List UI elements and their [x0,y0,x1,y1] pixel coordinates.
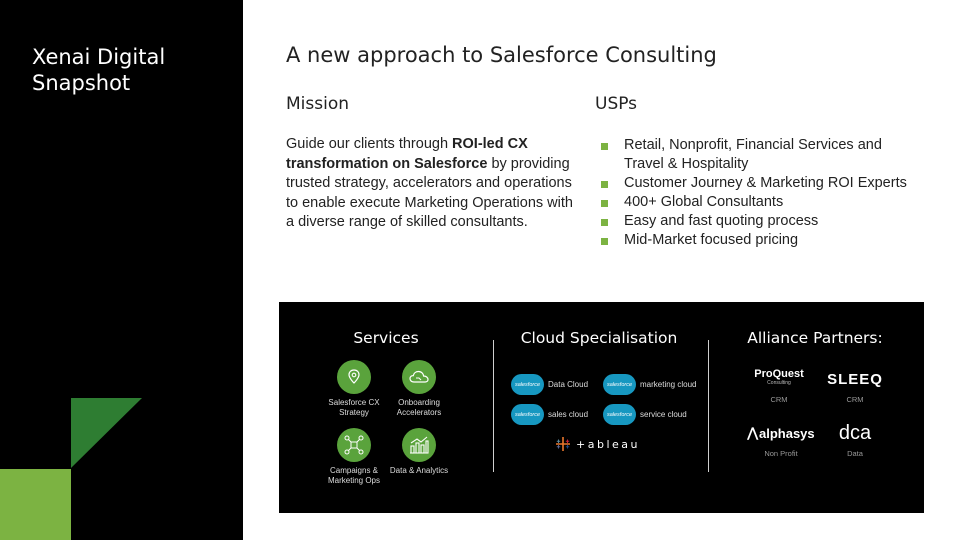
partner-name: ProQuest [754,368,804,380]
service-item: Onboarding Accelerators [384,360,454,417]
cloud-icon [402,360,436,394]
tableau-logo: +ableau [555,436,640,452]
mission-text-pre: Guide our clients through [286,136,453,152]
decorative-square [0,469,71,540]
partner-label: Non Profit [764,449,798,458]
cloud-label: service cloud [640,410,687,419]
salesforce-logo: salesforce [603,374,636,395]
partner-item: ⋀alphasys Non Profit [741,420,821,458]
partner-item: dca Data [815,420,895,459]
usps-list: Retail, Nonprofit, Financial Services an… [600,136,910,250]
page-title: A new approach to Salesforce Consulting [286,43,717,67]
partner-label: CRM [770,395,788,404]
partner-label: Data [847,449,863,458]
salesforce-logo: salesforce [511,374,544,395]
divider [708,340,709,472]
bullet-square-icon [601,238,608,245]
bar-chart-icon [402,428,436,462]
cloud-label: sales cloud [548,410,589,419]
usp-item: 400+ Global Consultants [600,193,910,212]
alphasys-mark-icon: ⋀ [747,425,758,440]
bullet-square-icon [601,181,608,188]
service-label: Salesforce CX Strategy [328,398,380,417]
usp-text: Retail, Nonprofit, Financial Services an… [624,137,882,172]
bullet-square-icon [601,219,608,226]
mission-text: Guide our clients through ROI-led CX tra… [286,135,576,233]
mission-text-post: by providing trusted strategy, accelerat… [286,155,573,231]
services-heading: Services [353,329,419,347]
usp-text: Customer Journey & Marketing ROI Experts [624,175,907,191]
cloud-heading: Cloud Specialisation [520,329,678,347]
dca-logo: dca [838,421,872,444]
divider [493,340,494,472]
cloud-item: salesforce Data Cloud [511,374,588,395]
tableau-cross-icon [556,437,570,451]
alphasys-logo: ⋀alphasys [741,420,821,446]
usp-text: Easy and fast quoting process [624,213,819,229]
sidebar-title: Xenai Digital Snapshot [32,45,166,95]
usp-item: Retail, Nonprofit, Financial Services an… [600,136,910,174]
service-label: Onboarding Accelerators [396,398,442,417]
partner-item: ProQuest Consulting CRM [739,366,819,405]
usp-text: Mid-Market focused pricing [624,232,799,248]
salesforce-logo: salesforce [603,404,636,425]
decorative-triangle [71,398,142,468]
tableau-text: +ableau [576,437,640,451]
service-item: Data & Analytics [384,428,454,476]
partner-sub: Consulting [767,380,791,386]
usp-item: Customer Journey & Marketing ROI Experts [600,174,910,193]
mission-heading: Mission [286,94,350,114]
location-pin-icon [337,360,371,394]
service-item: Campaigns & Marketing Ops [319,428,389,485]
bullet-square-icon [601,200,608,207]
cloud-label: marketing cloud [640,380,697,389]
service-item: Salesforce CX Strategy [319,360,389,417]
cloud-item: salesforce service cloud [603,404,687,425]
partner-name: alphasys [759,425,815,441]
cloud-label: Data Cloud [548,380,589,389]
bullet-square-icon [601,143,608,150]
mission-text-bold: ROI-led CX transformation on Salesforce [286,136,528,172]
usp-text: 400+ Global Consultants [624,194,784,210]
partners-heading: Alliance Partners: [747,329,883,347]
cloud-item: salesforce marketing cloud [603,374,696,395]
partner-item: SLEEQ CRM [815,366,895,405]
cloud-item: salesforce sales cloud [511,404,588,425]
proquest-logo: ProQuest Consulting [739,366,819,392]
usp-item: Mid-Market focused pricing [600,231,910,250]
partner-label: CRM [846,395,864,404]
usp-item: Easy and fast quoting process [600,212,910,231]
info-panel: Services Salesforce CX Strategy Onboardi… [279,302,924,513]
service-label: Campaigns & Marketing Ops [327,466,381,485]
left-sidebar: Xenai Digital Snapshot [0,0,243,540]
service-label: Data & Analytics [389,466,449,475]
salesforce-logo: salesforce [511,404,544,425]
sleeq-logo: SLEEQ [827,370,883,388]
network-icon [337,428,371,462]
usps-heading: USPs [595,94,638,114]
